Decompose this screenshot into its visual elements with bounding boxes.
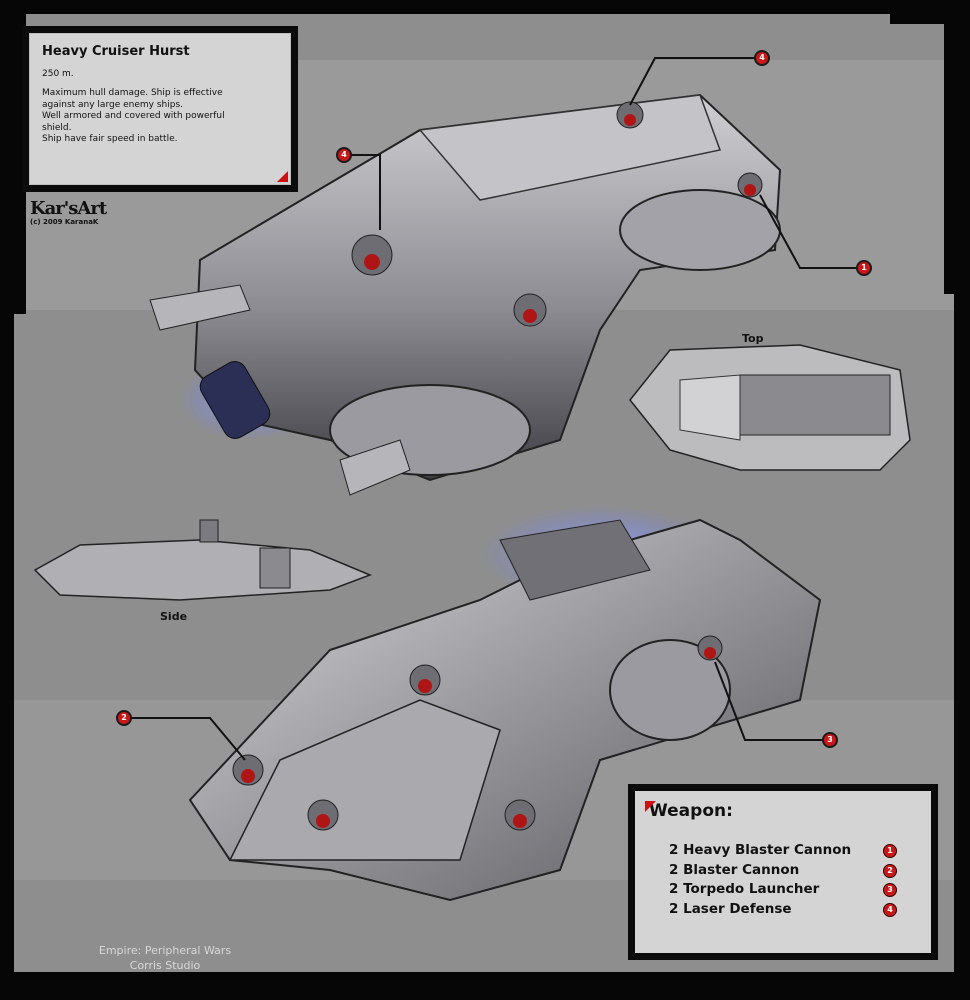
ship-top-view: [629, 344, 911, 471]
weapon-title: Weapon:: [649, 801, 733, 821]
weapon-panel: Weapon: 2 Heavy Blaster Cannon 1 2 Blast…: [635, 791, 931, 953]
description-line: Ship have fair speed in battle.: [42, 134, 178, 144]
side-view-label: Side: [160, 610, 188, 623]
callout-badge: 3: [822, 732, 838, 748]
weapon-label: 2 Blaster Cannon: [669, 861, 800, 878]
ship-side-view: [33, 519, 373, 601]
description-line: Maximum hull damage. Ship is effective: [42, 88, 223, 98]
studio-name: Corris Studio: [129, 959, 201, 972]
weapon-label: 2 Torpedo Launcher: [669, 881, 820, 897]
ship-name: Heavy Cruiser Hurst: [42, 44, 190, 59]
weapon-box: Weapon: 2 Heavy Blaster Cannon 1 2 Blast…: [628, 784, 938, 960]
top-view-label: Top: [742, 332, 764, 345]
callout-badge: 4: [336, 147, 352, 163]
weapon-label: 2 Laser Defense: [669, 900, 792, 917]
logo-copyright: (c) 2009 KaranaK: [30, 218, 99, 226]
description-line: Well armored and covered with powerful: [42, 111, 225, 121]
ship-info-box: Heavy Cruiser Hurst 250 m. Maximum hull …: [22, 26, 298, 192]
artist-logo: Kar'sArt (c) 2009 KaranaK: [30, 198, 107, 227]
frame-corner: [890, 14, 954, 24]
weapon-number-badge: 3: [883, 883, 897, 897]
studio-credit: Empire: Peripheral Wars Corris Studio: [60, 943, 270, 973]
weapon-number-badge: 2: [883, 863, 897, 878]
weapon-label: 2 Heavy Blaster Cannon: [669, 842, 852, 858]
callout-badge: 4: [754, 50, 770, 66]
callout-badge: 1: [856, 260, 872, 276]
weapon-item: 2 Blaster Cannon 2: [649, 861, 917, 881]
ship-description: Maximum hull damage. Ship is effective a…: [42, 88, 278, 146]
ship-perspective-lower: [188, 505, 822, 902]
logo-text: Kar'sArt: [30, 198, 107, 219]
callout-badge: 2: [116, 710, 132, 726]
game-title: Empire: Peripheral Wars: [98, 944, 232, 957]
description-line: shield.: [42, 122, 72, 133]
weapon-item: 2 Heavy Blaster Cannon 1: [649, 841, 917, 861]
weapon-number-badge: 1: [883, 844, 897, 858]
weapon-list: 2 Heavy Blaster Cannon 1 2 Blaster Canno…: [649, 841, 917, 919]
ship-info-panel: Heavy Cruiser Hurst 250 m. Maximum hull …: [29, 33, 291, 185]
frame-corner: [944, 14, 954, 294]
frame-corner: [14, 972, 954, 982]
weapon-item: 2 Laser Defense 4: [649, 900, 917, 920]
corner-triangle-icon: [645, 801, 656, 812]
corner-triangle-icon: [277, 171, 288, 182]
description-line: against any large enemy ships.: [42, 99, 183, 110]
ship-perspective-upper: [149, 93, 782, 496]
callout-lines: [124, 57, 857, 761]
weapon-number-badge: 4: [883, 902, 897, 917]
ship-length: 250 m.: [42, 69, 74, 79]
weapon-item: 2 Torpedo Launcher 3: [649, 880, 917, 900]
